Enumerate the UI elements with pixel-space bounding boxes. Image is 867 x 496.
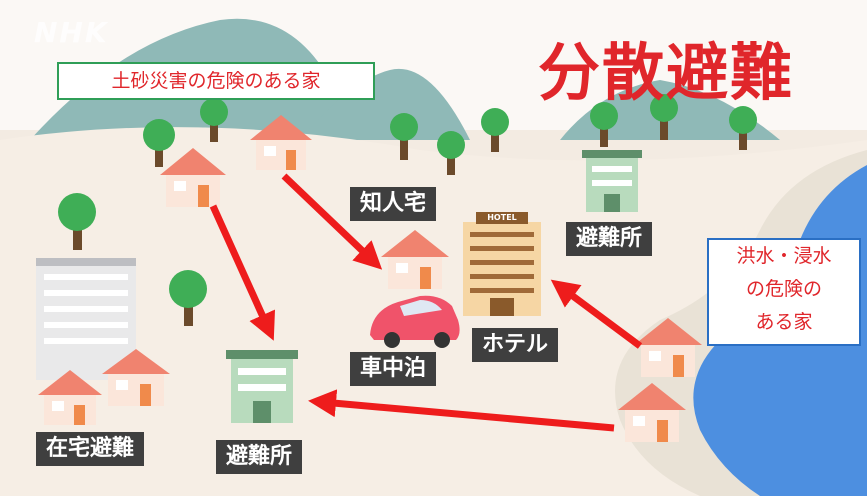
house-acquaintance bbox=[381, 230, 449, 289]
shelter-bottom-building bbox=[226, 350, 298, 423]
house-landslide-2 bbox=[160, 148, 226, 207]
hotel-building bbox=[463, 212, 541, 316]
tree bbox=[169, 270, 207, 326]
tree bbox=[58, 193, 96, 250]
page-title: 分散避難 bbox=[538, 36, 795, 109]
tree bbox=[590, 102, 618, 147]
flood-risk-line-2: の危険の bbox=[745, 278, 822, 300]
house-landslide-1 bbox=[250, 115, 312, 170]
arrow-to-acquaintance bbox=[281, 173, 383, 270]
flood-risk-line-1: 洪水・浸水 bbox=[736, 245, 832, 267]
shelter-right-building bbox=[582, 150, 642, 212]
car bbox=[370, 295, 460, 348]
apartment-building bbox=[36, 258, 136, 380]
arrow-to-shelter-bottom bbox=[209, 204, 276, 341]
nhk-logo: NHK bbox=[34, 16, 109, 49]
mountain-mid bbox=[300, 68, 470, 140]
house-flood-1 bbox=[634, 318, 702, 377]
tree bbox=[437, 131, 465, 175]
arrow-to-shelter-from-river bbox=[308, 389, 615, 432]
flood-risk-label: 洪水・浸水 の危険の ある家 bbox=[707, 238, 861, 346]
landslide-risk-label: 土砂災害の危険のある家 bbox=[57, 62, 375, 100]
arrow-to-hotel bbox=[550, 279, 643, 349]
tree bbox=[729, 106, 757, 150]
house-flood-2 bbox=[618, 383, 686, 442]
label-shelter-bottom: 避難所 bbox=[216, 440, 303, 474]
house-home-2 bbox=[102, 349, 170, 406]
label-car-stay: 車中泊 bbox=[350, 352, 437, 386]
label-shelter-right: 避難所 bbox=[566, 222, 653, 256]
flood-risk-line-3: ある家 bbox=[755, 311, 813, 333]
tree bbox=[143, 119, 175, 167]
label-hotel: ホテル bbox=[472, 328, 559, 362]
label-home-evacuation: 在宅避難 bbox=[36, 432, 145, 466]
tree bbox=[481, 108, 509, 152]
tree bbox=[200, 98, 228, 142]
label-acquaintance-home: 知人宅 bbox=[350, 187, 437, 221]
hotel-sign: HOTEL bbox=[487, 213, 517, 222]
tree bbox=[390, 113, 418, 160]
tree bbox=[650, 94, 678, 140]
house-home-1 bbox=[38, 370, 102, 425]
